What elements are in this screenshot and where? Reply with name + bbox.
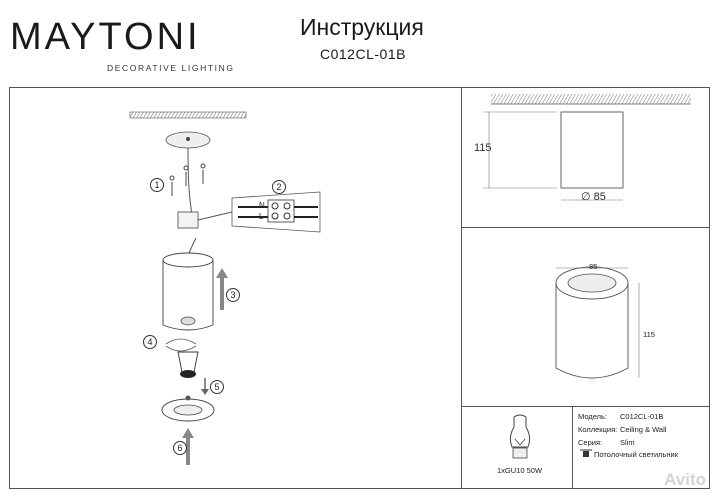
step-2-label: 2 [272,180,286,194]
lamp-icon [509,414,531,459]
spec-series-value: Slim [620,438,635,447]
frame-divider-info [572,406,573,489]
top-width-dimension: 85 [589,262,598,271]
wiring-label-l: L [259,212,264,221]
assembly-illustration [129,111,321,465]
lamp-spec: 1xGU10 50W [497,466,543,475]
page-title: Инструкция [300,14,424,40]
wiring-label-n: N [259,201,265,210]
frame-divider-bottom [461,406,710,407]
side-view-drawing [483,94,691,201]
brand-logo: MAYTONI [10,16,201,58]
step-1-label: 1 [150,178,164,192]
frame-divider-vertical [461,87,462,489]
frame-divider-top [461,227,710,228]
watermark: Avito [664,470,706,489]
ceiling-lamp-icon [580,449,592,457]
step-3-label: 3 [226,288,240,302]
spec-collection-value: Ceiling & Wall [620,425,667,434]
step-5-label: 5 [210,380,224,394]
spec-model-label: Модель: [578,412,608,421]
perspective-view-drawing [555,266,640,379]
side-height-dimension: 115 [474,142,492,154]
top-height-dimension: 115 [643,330,655,339]
drawing-frame [9,87,710,489]
spec-model-value: C012CL-01B [620,412,664,421]
spec-series-label: Серия: [578,438,603,447]
spec-collection-label: Коллекция: [578,425,618,434]
model-number: C012CL-01B [320,46,406,62]
step-4-label: 4 [143,335,157,349]
spec-type-value: Потолочный светильник [594,450,679,459]
brand-tagline: DECORATIVE LIGHTING [107,63,235,73]
step-6-label: 6 [173,441,187,455]
side-diameter-dimension: ∅ 85 [581,191,606,203]
